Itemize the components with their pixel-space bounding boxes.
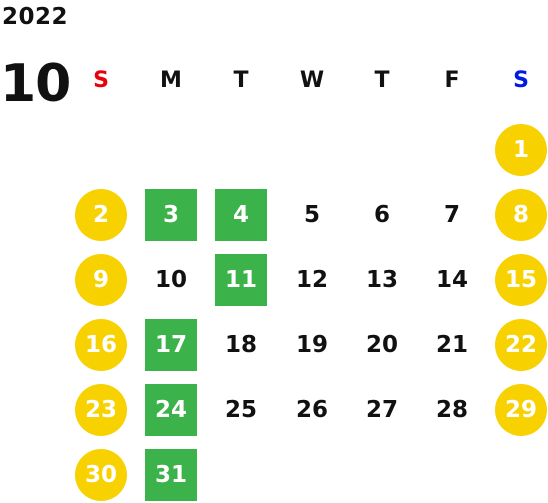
weekday-mon: M — [160, 68, 182, 93]
day-22-sat[interactable]: 22 — [495, 319, 547, 371]
day-31-mon[interactable]: 31 — [145, 449, 197, 501]
day-16-sun[interactable]: 16 — [75, 319, 127, 371]
day-28-fri[interactable]: 28 — [435, 397, 468, 423]
day-11-tue[interactable]: 11 — [215, 254, 267, 306]
weekday-sun: S — [93, 68, 109, 93]
day-6-thu[interactable]: 6 — [373, 202, 390, 228]
day-23-sun[interactable]: 23 — [75, 384, 127, 436]
day-30-sun[interactable]: 30 — [75, 449, 127, 501]
day-24-mon[interactable]: 24 — [145, 384, 197, 436]
day-19-wed[interactable]: 19 — [295, 332, 328, 358]
day-26-wed[interactable]: 26 — [295, 397, 328, 423]
day-5-wed[interactable]: 5 — [303, 202, 320, 228]
day-9-sun[interactable]: 9 — [75, 254, 127, 306]
day-15-sat[interactable]: 15 — [495, 254, 547, 306]
day-17-mon[interactable]: 17 — [145, 319, 197, 371]
weekday-sat: S — [513, 68, 529, 93]
day-8-sat[interactable]: 8 — [495, 189, 547, 241]
day-21-fri[interactable]: 21 — [435, 332, 468, 358]
day-4-tue[interactable]: 4 — [215, 189, 267, 241]
day-25-tue[interactable]: 25 — [224, 397, 257, 423]
day-14-fri[interactable]: 14 — [435, 267, 468, 293]
weekday-header: S M T W T F S — [0, 64, 548, 98]
day-1-sat[interactable]: 1 — [495, 124, 547, 176]
weekday-thu: T — [374, 68, 390, 93]
day-20-thu[interactable]: 20 — [365, 332, 398, 358]
day-18-tue[interactable]: 18 — [224, 332, 257, 358]
day-3-mon[interactable]: 3 — [145, 189, 197, 241]
day-27-thu[interactable]: 27 — [365, 397, 398, 423]
day-13-thu[interactable]: 13 — [365, 267, 398, 293]
day-29-sat[interactable]: 29 — [495, 384, 547, 436]
day-2-sun[interactable]: 2 — [75, 189, 127, 241]
month-number: 10 — [0, 54, 71, 114]
day-10-mon[interactable]: 10 — [154, 267, 187, 293]
weekday-fri: F — [444, 68, 460, 93]
year-label: 2022 — [2, 4, 69, 30]
day-12-wed[interactable]: 12 — [295, 267, 328, 293]
day-7-fri[interactable]: 7 — [443, 202, 460, 228]
weekday-tue: T — [233, 68, 249, 93]
weekday-wed: W — [299, 68, 325, 93]
